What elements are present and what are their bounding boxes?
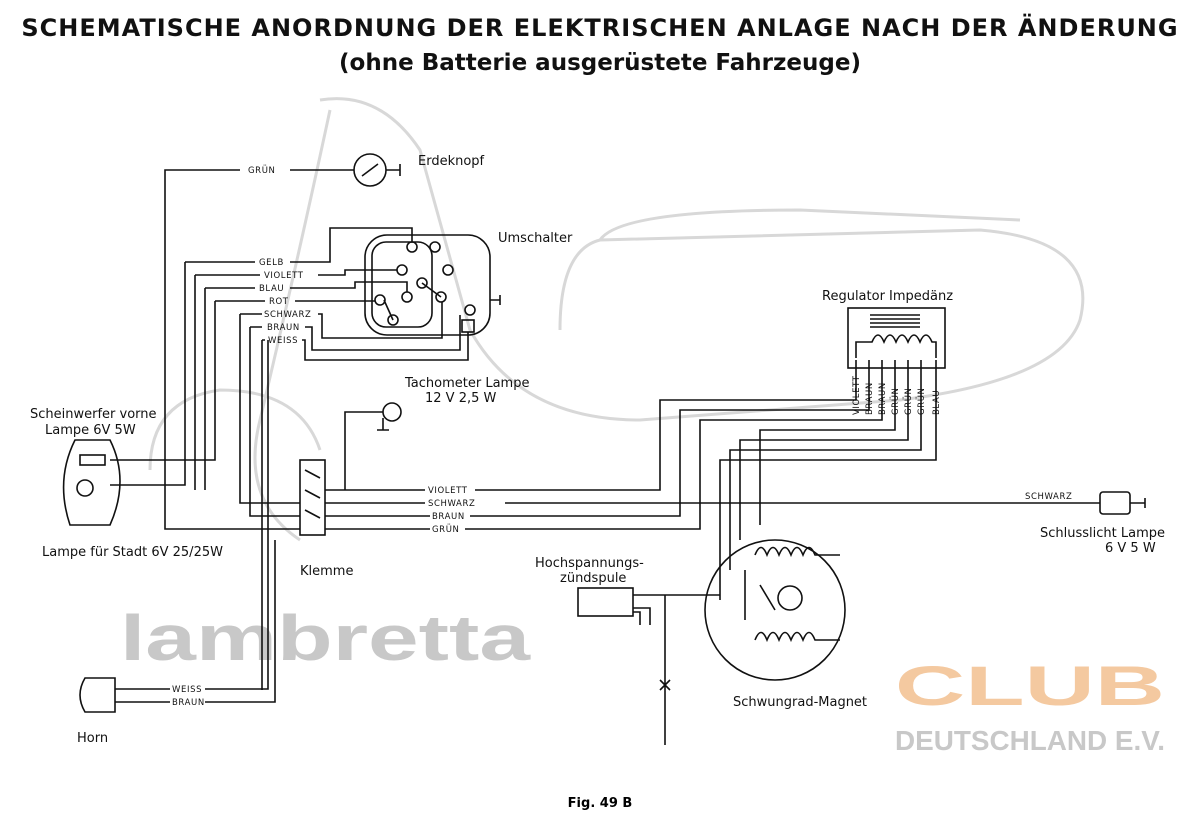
schlusslicht-label: Schlusslicht Lampe bbox=[1040, 526, 1165, 541]
horn-label: Horn bbox=[77, 731, 108, 746]
wire-label: GRÜN bbox=[916, 388, 927, 415]
switch-wires bbox=[110, 227, 469, 690]
diagram-title: SCHEMATISCHE ANORDNUNG DER ELEKTRISCHEN … bbox=[21, 14, 1179, 42]
wire-label: SCHWARZ bbox=[264, 310, 311, 320]
wire-label: BLAU bbox=[932, 390, 942, 415]
regulator-wire-labels: VIOLETT BRAUN BRAUN GRÜN GRÜN GRÜN BLAU bbox=[852, 375, 942, 415]
wire-label: SCHWARZ bbox=[428, 499, 475, 509]
schwungrad-magnet: Schwungrad-Magnet bbox=[704, 539, 867, 710]
magnet-label: Schwungrad-Magnet bbox=[733, 695, 867, 710]
wire-label: BRAUN bbox=[878, 382, 888, 415]
tacho-label: Tachometer Lampe bbox=[404, 376, 529, 391]
scheinwerfer-component: Scheinwerfer vorne Lampe 6V 5W Lampe für… bbox=[30, 407, 223, 560]
figure-caption: Fig. 49 B bbox=[567, 796, 633, 811]
wire-label: GRÜN bbox=[890, 388, 901, 415]
wire-label: GRÜN bbox=[903, 388, 914, 415]
regulator-impedanz: Regulator Impedänz bbox=[719, 289, 953, 600]
schlusslicht-spec: 6 V 5 W bbox=[1105, 541, 1156, 556]
wire-label: BRAUN bbox=[172, 698, 205, 708]
wire-label: VIOLETT bbox=[264, 271, 304, 281]
watermark-club: CLUB bbox=[895, 654, 1165, 717]
wire-label: VIOLETT bbox=[852, 375, 862, 415]
scheinwerfer-label: Scheinwerfer vorne bbox=[30, 407, 157, 422]
switch-wire-labels: GELB VIOLETT BLAU ROT SCHWARZ BRAUN WEIS… bbox=[259, 258, 311, 346]
umschalter-component: Umschalter bbox=[364, 231, 573, 336]
wire-label: VIOLETT bbox=[428, 486, 468, 496]
klemme-wires: VIOLETT SCHWARZ BRAUN GRÜN bbox=[325, 360, 1100, 535]
tachometer-lamp: Tachometer Lampe 12 V 2,5 W bbox=[344, 376, 529, 490]
wire-label: WEISS bbox=[172, 685, 202, 695]
horn-component: WEISS BRAUN Horn bbox=[77, 340, 276, 746]
zuendspule-component: Hochspannungs- zündspule bbox=[535, 556, 720, 745]
zuendspule-label-2: zündspule bbox=[560, 571, 626, 586]
wire-label: ROT bbox=[269, 297, 289, 307]
regulator-label: Regulator Impedänz bbox=[822, 289, 953, 304]
tacho-spec: 12 V 2,5 W bbox=[425, 391, 497, 406]
diagram-subtitle: (ohne Batterie ausgerüstete Fahrzeuge) bbox=[339, 50, 861, 76]
schlusslicht-lampe: SCHWARZ Schlusslicht Lampe 6 V 5 W bbox=[1025, 491, 1165, 556]
wire-label: WEISS bbox=[268, 336, 298, 346]
wire-label: BRAUN bbox=[267, 323, 300, 333]
scooter-ghost-outline bbox=[148, 97, 1085, 542]
watermark-country: DEUTSCHLAND E.V. bbox=[895, 725, 1165, 756]
erdeknopf-component: Erdeknopf bbox=[353, 153, 485, 187]
wire-label: GRÜN bbox=[432, 524, 459, 535]
erdeknopf-label: Erdeknopf bbox=[418, 154, 485, 169]
zuendspule-label: Hochspannungs- bbox=[535, 556, 644, 571]
scheinwerfer-spec: Lampe 6V 5W bbox=[45, 423, 136, 438]
wire-label: SCHWARZ bbox=[1025, 492, 1072, 502]
watermark-brand: lambretta bbox=[120, 602, 531, 674]
umschalter-label: Umschalter bbox=[498, 231, 573, 246]
klemme-terminal: Klemme bbox=[299, 459, 353, 579]
wire-label: BLAU bbox=[259, 284, 284, 294]
stadt-lampe-label: Lampe für Stadt 6V 25/25W bbox=[42, 545, 223, 560]
wire-label: GELB bbox=[259, 258, 284, 268]
wire-label: BRAUN bbox=[432, 512, 465, 522]
wire-label: BRAUN bbox=[865, 382, 875, 415]
wire-label-gruen: GRÜN bbox=[248, 165, 275, 176]
klemme-label: Klemme bbox=[300, 564, 353, 579]
